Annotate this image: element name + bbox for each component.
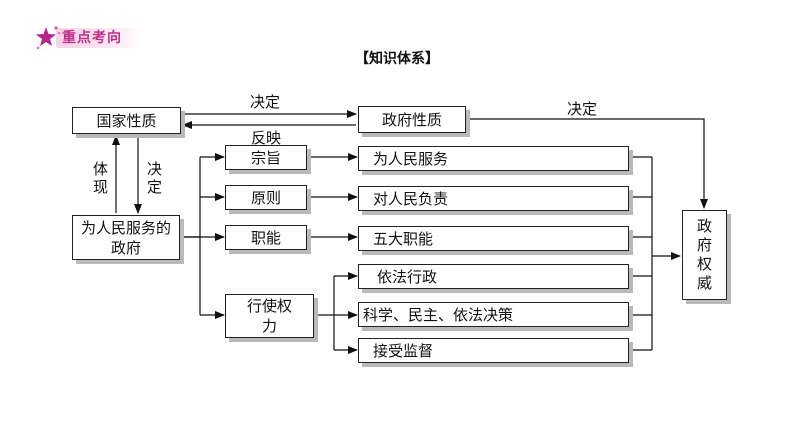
node-five-functions: 五大职能 [358,226,629,251]
page-title: 【知识体系】 [355,51,439,67]
label-decides-top: 决定 [250,93,281,111]
star-sparkle-icon [36,26,60,50]
node-gov-nature: 政府性质 [358,106,466,133]
node-supervision: 接受监督 [358,338,629,363]
node-purpose: 宗旨 [225,145,307,170]
node-sci-demo: 科学、民主、依法决策 [358,302,629,327]
node-law-admin: 依法行政 [358,264,629,289]
label-embodies: 体现 [93,160,109,196]
arrow-decides-right [466,118,708,209]
label-reflects: 反映 [251,129,282,147]
node-responsible: 对人民负责 [358,186,629,211]
section-badge: 重点考向 [62,30,122,46]
node-function: 职能 [225,225,307,250]
label-decides-left: 决定 [147,160,163,196]
node-power: 行使权力 [225,294,314,338]
node-serve-people: 为人民服务 [358,146,629,171]
node-national-nature: 国家性质 [72,107,181,134]
label-decides-right: 决定 [567,100,598,118]
node-principle: 原则 [225,185,307,210]
node-authority: 政府权威 [682,210,727,300]
node-people-gov: 为人民服务的政府 [72,215,180,260]
badge-background [56,28,144,48]
